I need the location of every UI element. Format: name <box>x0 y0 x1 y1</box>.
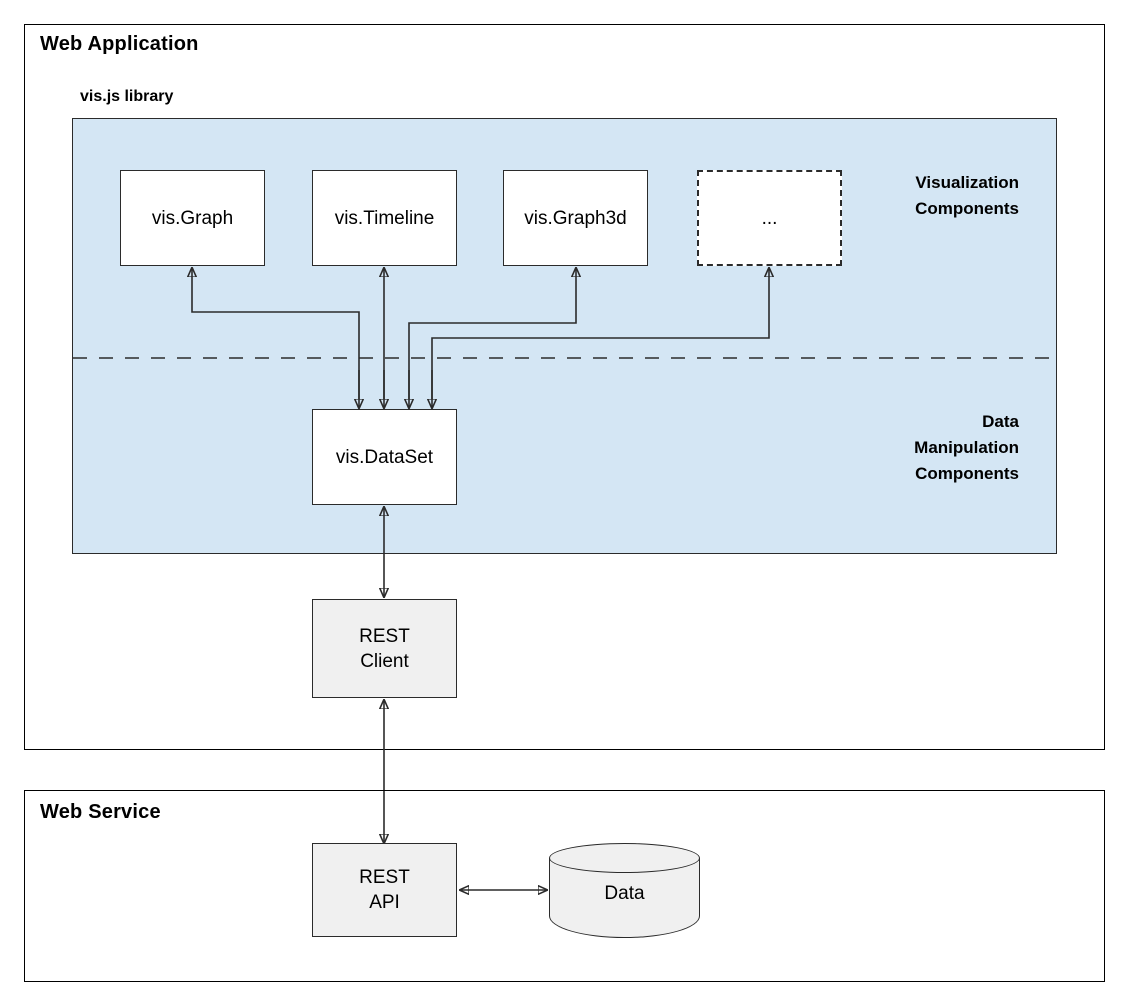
node-vis-graph[interactable]: vis.Graph <box>120 170 265 266</box>
cylinder-top-ellipse <box>549 843 700 873</box>
node-vis-timeline[interactable]: vis.Timeline <box>312 170 457 266</box>
container-web-application <box>24 24 1105 750</box>
node-data-store[interactable]: Data <box>549 843 700 938</box>
node-rest-api[interactable]: REST API <box>312 843 457 937</box>
node-data-store-label: Data <box>604 883 645 904</box>
container-web-service <box>24 790 1105 982</box>
node-more-components[interactable]: ... <box>697 170 842 266</box>
group-label-data-manipulation-components: Data Manipulation Components <box>914 412 1019 483</box>
node-vis-dataset[interactable]: vis.DataSet <box>312 409 457 505</box>
container-web-service-title: Web Service <box>40 801 161 823</box>
group-label-visualization-components: Visualization Components <box>915 173 1019 218</box>
container-web-application-title: Web Application <box>40 33 199 55</box>
section-title-visjs-library: vis.js library <box>80 88 174 105</box>
node-rest-client[interactable]: REST Client <box>312 599 457 698</box>
node-vis-graph3d[interactable]: vis.Graph3d <box>503 170 648 266</box>
